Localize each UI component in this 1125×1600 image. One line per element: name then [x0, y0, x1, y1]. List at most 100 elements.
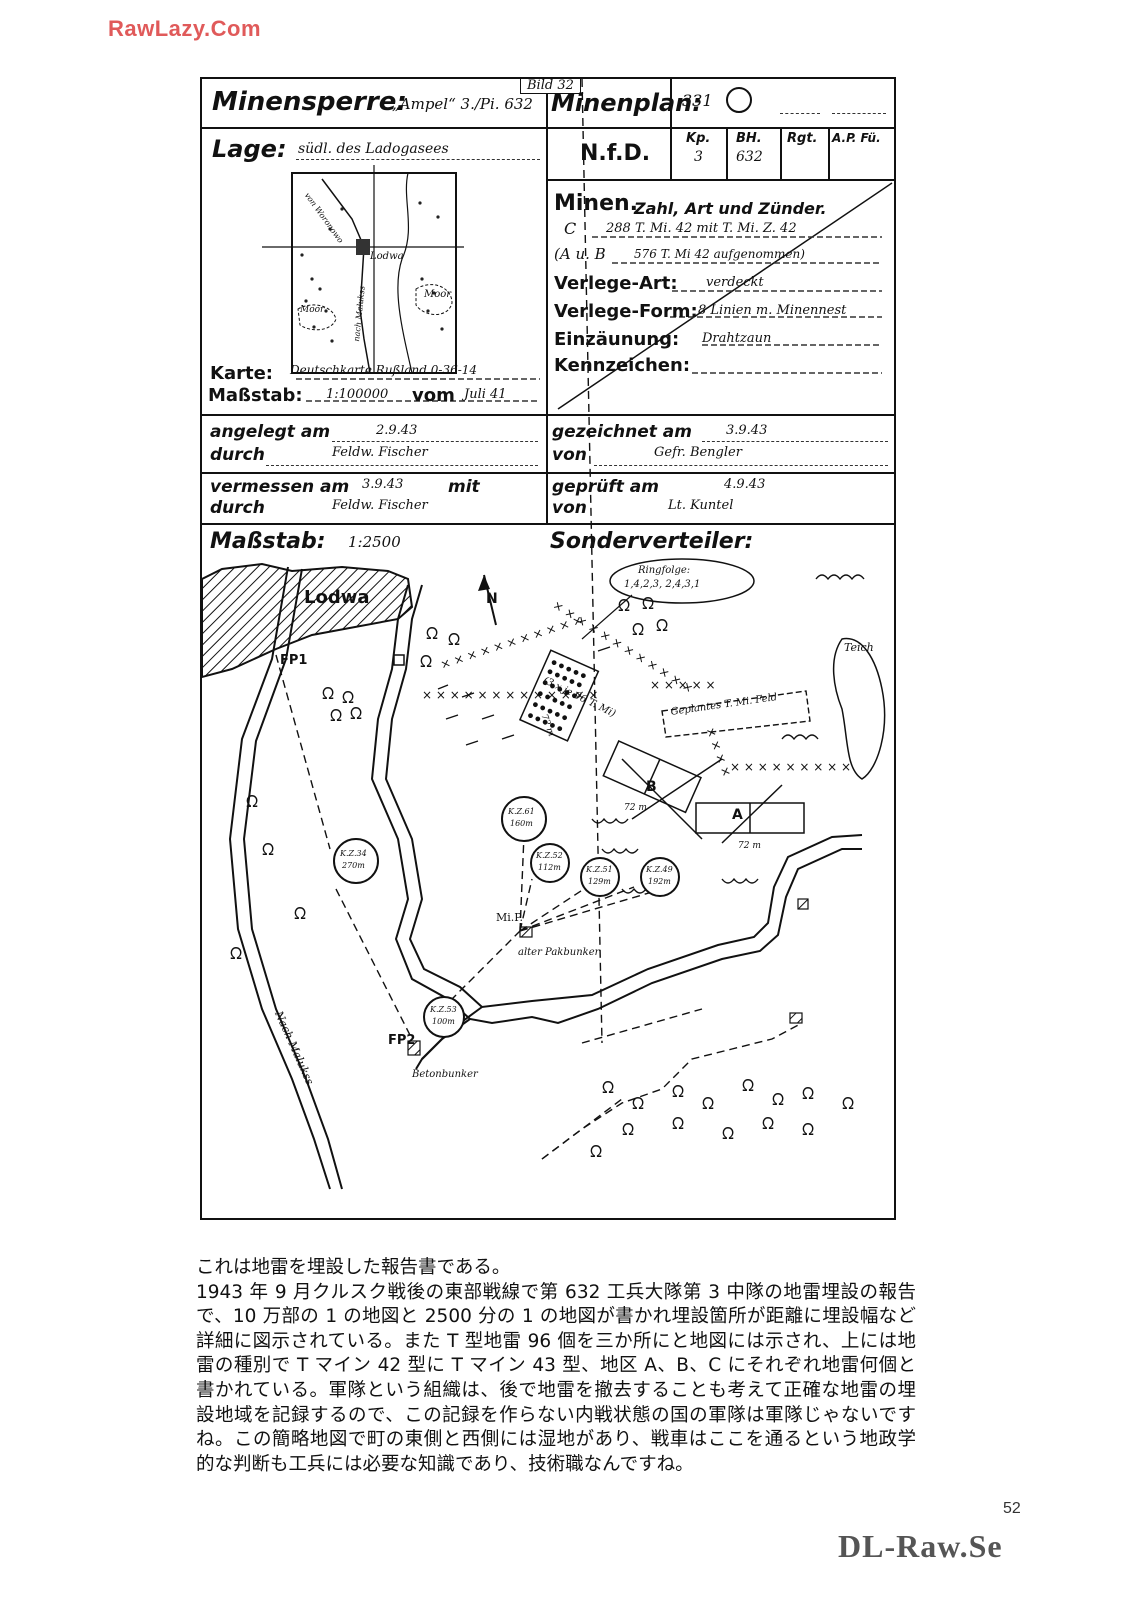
kp-value: 3	[694, 149, 703, 165]
map-zone-a: A	[732, 807, 743, 823]
massstab2-value: 1:2500	[348, 533, 401, 551]
map-kz34-label: K.Z.34	[340, 849, 367, 858]
minefield-report-sheet: Minensperre: „Ampel“ 3./Pi. 632 Bild 32 …	[200, 77, 896, 1220]
watermark-top: RawLazy.Com	[108, 16, 262, 41]
verlege-art-value: verdeckt	[706, 275, 764, 290]
svg-text:ᘯ: ᘯ	[702, 1094, 714, 1113]
map-alter-pakbunker: alter Pakbunker	[518, 947, 600, 958]
map-distance-72-east: 72 m	[738, 841, 761, 851]
svg-text:ᘯ: ᘯ	[642, 594, 654, 613]
map-fp1-label: FP1	[280, 653, 308, 668]
gezeichnet-label: gezeichnet am	[552, 422, 692, 442]
form-rule	[670, 79, 672, 179]
geprueft-label: geprüft am	[552, 477, 659, 497]
blank-line	[702, 441, 888, 442]
vermessen-durch-value: Feldw. Fischer	[332, 498, 428, 513]
vermessen-value: 3.9.43	[362, 477, 404, 492]
map-fp2-label: FP2	[388, 1033, 416, 1048]
minen-header: Zahl, Art und Zünder.	[634, 199, 827, 218]
blank-line	[780, 113, 820, 114]
svg-text:ᘯ: ᘯ	[246, 792, 258, 811]
verlege-form-label: Verlege-Form:	[554, 301, 698, 322]
form-rule	[546, 179, 894, 181]
svg-text:ᘯ: ᘯ	[842, 1094, 854, 1113]
svg-text:ᘯ: ᘯ	[762, 1114, 774, 1133]
massstab-label: Maßstab:	[208, 385, 303, 406]
svg-text:ᘯ: ᘯ	[656, 616, 668, 635]
massstab2-label: Maßstab:	[210, 529, 326, 554]
blank-line	[266, 465, 538, 466]
map-kz49-label: K.Z.49	[646, 865, 673, 874]
form-rule	[726, 127, 728, 179]
caption-text: これは地雷を埋設した報告書である。 1943 年 9 月クルスク戦後の東部戦線で…	[196, 1256, 916, 1477]
verlege-art-label: Verlege-Art:	[554, 273, 678, 294]
bh-value: 632	[736, 149, 763, 165]
gezeichnet-von-value: Gefr. Bengler	[654, 445, 742, 460]
svg-text:ᘯ: ᘯ	[742, 1076, 754, 1095]
ap-label: A.P. Fü.	[832, 131, 881, 145]
caption-paragraph: これは地雷を埋設した報告書である。	[196, 1257, 511, 1278]
einzaeunung-value: Drahtzaun	[702, 331, 772, 346]
minenplan-value: 331	[682, 91, 713, 110]
gezeichnet-value: 3.9.43	[726, 423, 768, 438]
map-mip-label: Mi.P.	[496, 911, 523, 924]
rgt-label: Rgt.	[787, 131, 818, 146]
small-map-moor-east: Moor	[424, 289, 452, 300]
map-kz52-label: K.Z.52	[536, 851, 563, 860]
form-rule	[828, 127, 830, 179]
form-rule	[780, 127, 782, 179]
form-rule	[202, 127, 894, 129]
watermark-bottom: DL-Raw.Se	[838, 1528, 1003, 1564]
svg-text:ᘯ: ᘯ	[618, 596, 630, 615]
small-map-moor-west: Moor	[300, 305, 325, 315]
minen-c-value: 288 T. Mi. 42 mit T. Mi. Z. 42	[606, 221, 797, 236]
svg-text:× × × × × × × × ×: × × × × × × × × ×	[730, 760, 851, 774]
verlege-form-value: 8 Linien m. Minennest	[698, 303, 847, 318]
svg-text:ᘯ: ᘯ	[330, 706, 342, 725]
angelegt-durch-value: Feldw. Fischer	[332, 445, 428, 460]
geprueft-von-label: von	[552, 498, 587, 518]
minefield-sketch-map: × × × × × × × × × × × × × × × × × × × × …	[202, 79, 886, 1190]
einzaeunung-label: Einzäunung:	[554, 329, 680, 350]
map-ringfolge-order: 1,4,2,3, 2,4,3,1	[624, 579, 701, 590]
angelegt-value: 2.9.43	[376, 423, 418, 438]
svg-text:ᘯ: ᘯ	[590, 1142, 602, 1161]
svg-text:ᘯ: ᘯ	[230, 944, 242, 963]
map-zone-b: B	[646, 779, 657, 795]
svg-text:ᘯ: ᘯ	[602, 1078, 614, 1097]
map-kz52-distance: 112m	[538, 863, 561, 872]
geprueft-von-value: Lt. Kuntel	[668, 498, 734, 513]
kp-label: Kp.	[686, 131, 711, 146]
minen-c-key: C	[564, 219, 577, 238]
angelegt-durch-label: durch	[210, 445, 265, 465]
svg-text:ᘯ: ᘯ	[448, 630, 460, 649]
svg-text:× × × × × × × × × × ×: × × × × × × × × × × ×	[439, 613, 585, 672]
blank-line	[594, 465, 888, 466]
moon-stamp-icon	[726, 87, 752, 113]
map-kz34-distance: 270m	[342, 861, 365, 870]
vermessen-label: vermessen am	[210, 477, 350, 497]
svg-text:ᘯ: ᘯ	[350, 704, 362, 723]
blank-line	[332, 441, 538, 442]
nfd-label: N.f.D.	[580, 141, 651, 166]
bh-label: BH.	[736, 131, 762, 146]
svg-text:× × × × ×: × × × × ×	[650, 678, 716, 692]
minensperre-label: Minensperre:	[212, 87, 407, 117]
map-kz51-distance: 129m	[588, 877, 611, 886]
vermessen-durch-label: durch	[210, 498, 265, 518]
svg-text:ᘯ: ᘯ	[632, 620, 644, 639]
minensperre-value: „Ampel“ 3./Pi. 632	[392, 95, 533, 113]
location-map-graphic	[262, 165, 893, 410]
svg-text:ᘯ: ᘯ	[802, 1084, 814, 1103]
map-kz51-label: K.Z.51	[586, 865, 613, 874]
map-kz53-distance: 100m	[432, 1017, 455, 1026]
page-number: 52	[1003, 1500, 1021, 1517]
vom-label: vom	[412, 385, 455, 406]
svg-text:ᘯ: ᘯ	[262, 840, 274, 859]
svg-text:ᘯ: ᘯ	[426, 624, 438, 643]
massstab-value: 1:100000	[326, 387, 389, 402]
minen-ab-value: 576 T. Mi 42 aufgenommen)	[634, 247, 805, 261]
map-teich-label: Teich	[844, 641, 874, 654]
karte-label: Karte:	[210, 363, 273, 384]
lage-value: südl. des Ladogasees	[298, 141, 449, 157]
